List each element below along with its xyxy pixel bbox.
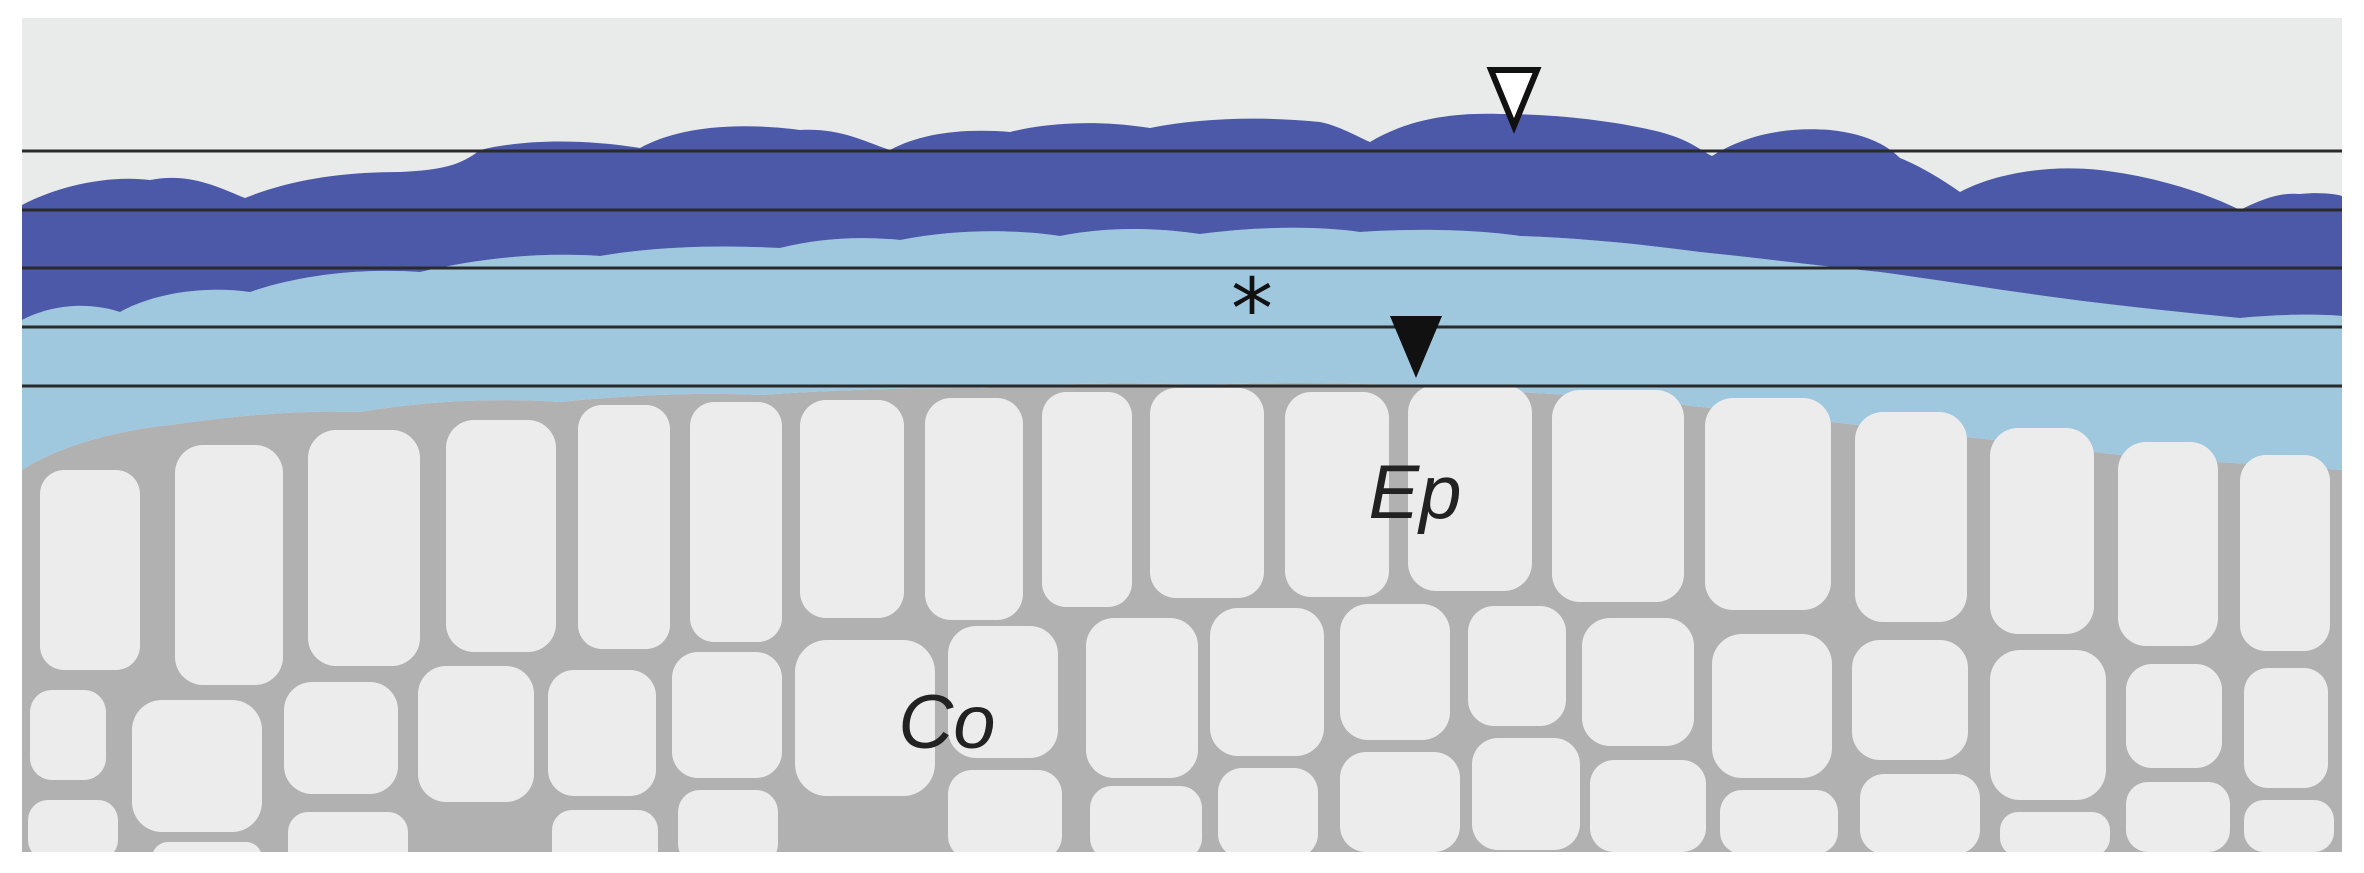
cortical-cells [28, 604, 2334, 852]
epidermal-cells [40, 385, 2330, 685]
section-lines [22, 149, 2342, 388]
cuticle-proper [22, 113, 2342, 320]
cortex-label: Co [898, 680, 995, 765]
open-down-triangle-icon [1486, 67, 1542, 134]
filled-down-triangle-icon [1390, 316, 1442, 378]
asterisk-label: * [1231, 260, 1273, 358]
epidermis-label: Ep [1369, 450, 1462, 535]
